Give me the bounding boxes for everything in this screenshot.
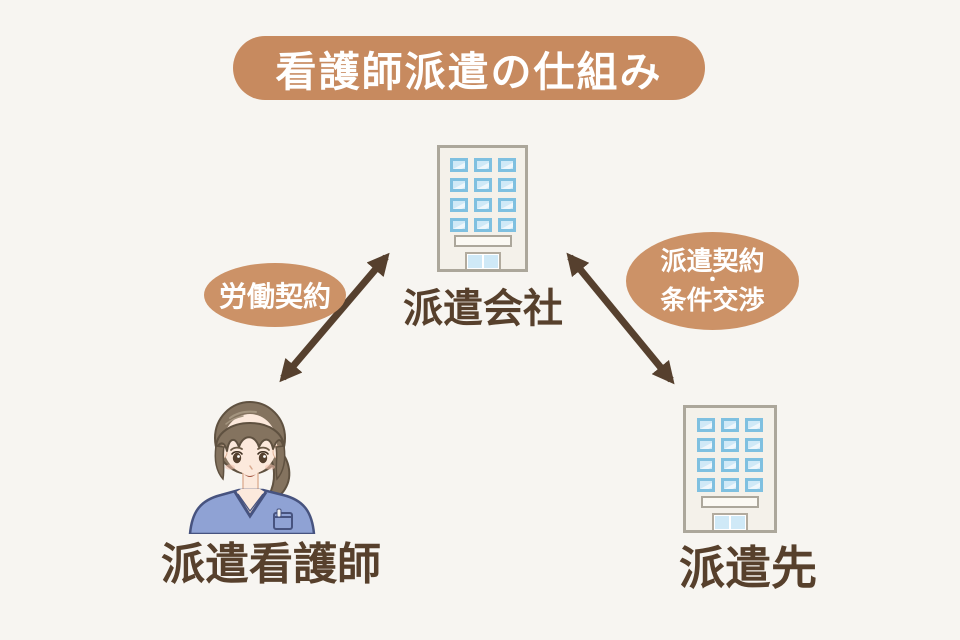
building-window	[449, 158, 468, 172]
building-window	[473, 158, 492, 172]
building-window	[497, 198, 516, 212]
office-building-icon	[437, 145, 528, 272]
building-window	[721, 438, 739, 452]
building-window	[697, 458, 715, 472]
building-window	[473, 198, 492, 212]
labor-contract-arrow-icon	[279, 252, 390, 383]
labor-contract-text: 労働契約	[218, 281, 331, 312]
building-entrance-sign	[701, 496, 759, 508]
building-window	[745, 478, 763, 492]
building-window	[697, 478, 715, 492]
labor-contract-bubble: 労働契約	[204, 263, 346, 327]
building-windows	[686, 408, 774, 492]
building-door	[464, 252, 501, 269]
building-window	[721, 458, 739, 472]
building-window	[449, 218, 468, 232]
dispatch-contract-line2: 条件交渉	[660, 284, 765, 315]
building-window	[497, 158, 516, 172]
nurse-character-illustration	[188, 401, 316, 534]
nurse-label: 派遣看護師	[161, 540, 381, 589]
agency-label: 派遣会社	[403, 287, 563, 331]
dispatch-contract-bubble: 派遣契約 ・ 条件交渉	[626, 232, 799, 330]
office-building-icon	[683, 405, 777, 533]
building-window	[497, 218, 516, 232]
dispatch-contract-arrow-icon	[566, 252, 675, 385]
building-window	[473, 178, 492, 192]
building-window	[473, 218, 492, 232]
building-window	[449, 178, 468, 192]
diagram-title-banner: 看護師派遣の仕組み	[233, 36, 705, 100]
dispatch-contract-line1: 派遣契約	[660, 245, 765, 276]
building-window	[721, 478, 739, 492]
building-window	[697, 438, 715, 452]
building-window	[697, 418, 715, 432]
building-window	[745, 438, 763, 452]
building-entrance-sign	[453, 235, 512, 247]
building-window	[745, 418, 763, 432]
building-window	[745, 458, 763, 472]
client-label: 派遣先	[679, 542, 817, 594]
building-door	[712, 513, 748, 530]
building-windows	[440, 148, 525, 232]
dispatch-contract-dot: ・	[703, 270, 722, 291]
diagram-title: 看護師派遣の仕組み	[275, 49, 663, 95]
building-window	[449, 198, 468, 212]
building-window	[497, 178, 516, 192]
building-window	[721, 418, 739, 432]
